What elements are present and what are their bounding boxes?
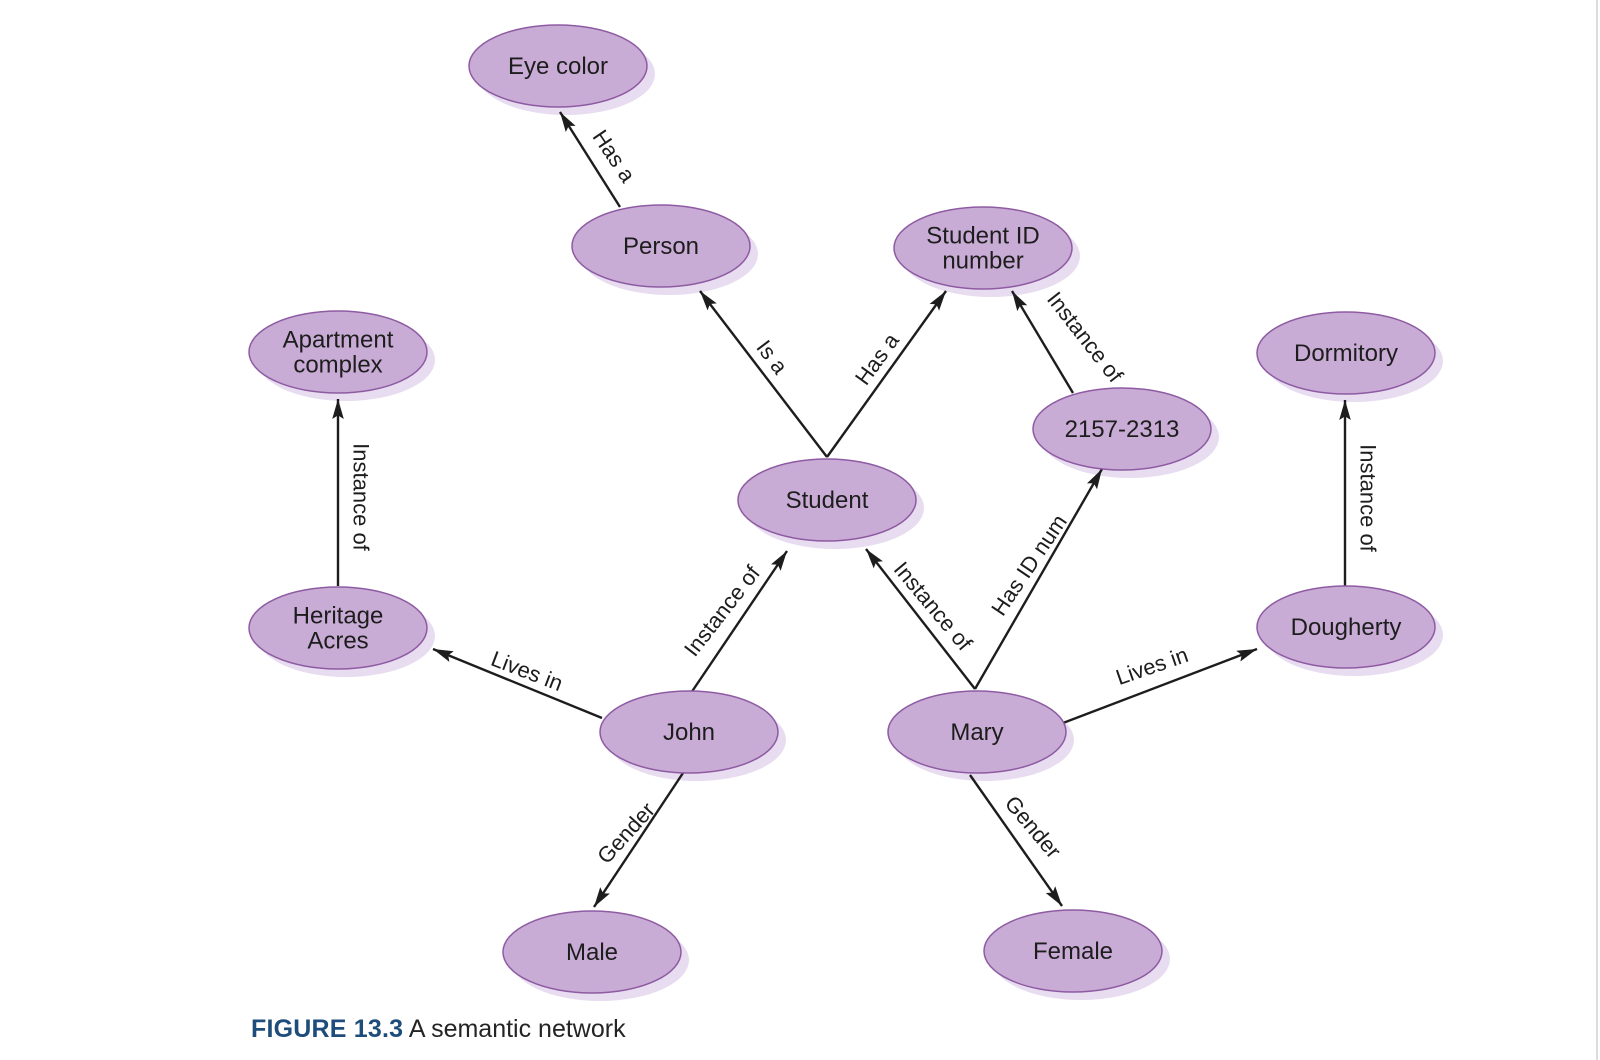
node-label-dougherty: Dougherty [1291,614,1402,641]
node-label-dormitory: Dormitory [1294,340,1398,367]
node-label-person: Person [623,233,699,260]
edge-mary-to-dougherty [1062,647,1258,725]
figure-caption-text: A semantic network [408,1015,626,1043]
edge-label-dougherty-to-dormitory: Instance of [1356,444,1381,553]
node-female [983,909,1163,993]
node-heritage-acres [248,586,428,670]
node-male [502,910,682,994]
node-dougherty [1256,585,1436,669]
edge-mary-to-student [865,548,976,690]
node-label-female: Female [1033,938,1113,965]
edge-mary-to-female [969,774,1063,907]
edge-label-id-2157-2313-to-student-id-number: Instance of [1042,287,1129,388]
node-label-eye-color: Eye color [508,53,608,80]
node-label-student: Student [786,487,869,514]
edge-student-to-student-id-number [826,290,947,458]
node-student-id-number [893,206,1073,290]
node-id-2157-2313 [1032,387,1212,471]
node-label-mary: Mary [950,719,1003,746]
node-mary [887,690,1067,774]
node-label-john: John [663,719,715,746]
node-person [571,204,751,288]
edge-label-mary-to-student: Instance of [889,557,978,656]
node-label-id-2157-2313: 2157-2313 [1065,416,1180,443]
edge-mary-to-id-2157-2313 [973,468,1104,690]
edge-label-mary-to-dougherty: Lives in [1113,642,1192,690]
node-apartment-complex [248,310,428,394]
edge-john-to-heritage-acres [432,647,603,720]
figure-caption: FIGURE 13.3 A semantic network [251,1014,626,1044]
edge-student-to-person [699,290,828,458]
edge-id-2157-2313-to-student-id-number [1010,290,1075,394]
edge-person-to-eye-color [558,111,622,208]
edge-label-mary-to-female: Gender [1000,791,1066,863]
edge-john-to-male [593,772,684,908]
figure-caption-label: FIGURE 13.3 [251,1015,404,1043]
page-edge-line [1596,0,1598,1060]
node-dormitory [1256,311,1436,395]
edge-label-person-to-eye-color: Has a [588,125,641,187]
node-john [599,690,779,774]
edge-label-student-to-person: Is a [751,335,793,379]
node-label-male: Male [566,939,618,966]
edge-label-mary-to-id-2157-2313: Has ID num [986,510,1072,620]
edge-label-heritage-acres-to-apartment-complex: Instance of [349,443,374,552]
node-student [737,458,917,542]
edge-john-to-student [690,550,788,694]
node-eye-color [468,24,648,108]
